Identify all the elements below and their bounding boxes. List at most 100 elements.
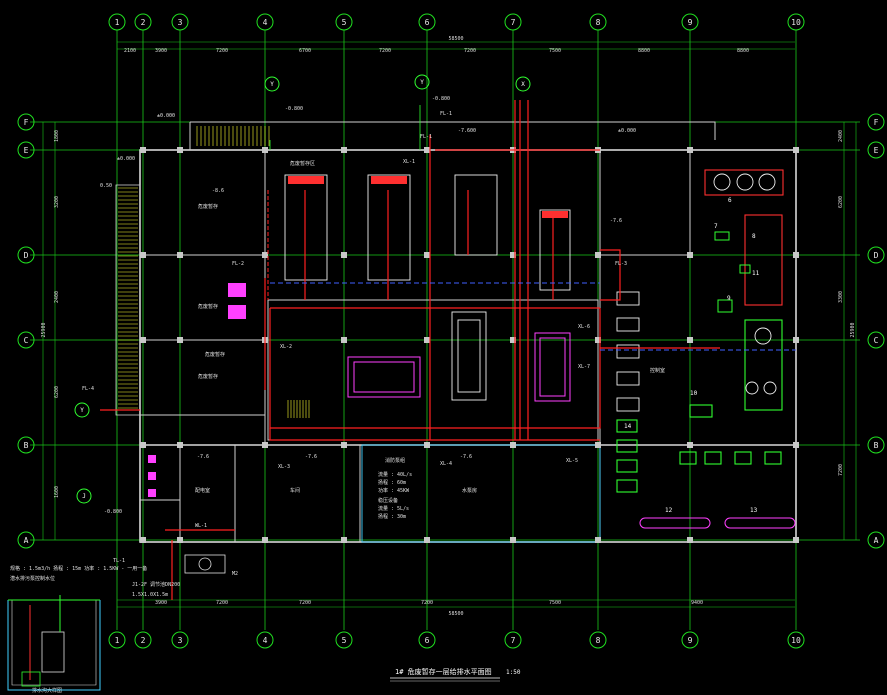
- note-pipe2: 潜水排污泵控制水位: [10, 575, 55, 582]
- axis-label: C: [874, 336, 879, 345]
- room-1: 危废暂存: [198, 203, 218, 210]
- room-3: 危废暂存: [198, 373, 218, 380]
- column: [177, 147, 183, 153]
- axis-label: 3: [178, 18, 183, 27]
- detail-1: 流量 : 40L/s: [378, 471, 412, 478]
- dim-top-7: 8800: [638, 48, 650, 54]
- axis-label: 6: [425, 636, 430, 645]
- axis-label: E: [24, 146, 29, 155]
- axis-label: D: [24, 251, 29, 260]
- dim-bottom-5: 9400: [691, 600, 703, 606]
- process-equipment: [148, 283, 571, 497]
- column: [510, 442, 516, 448]
- column: [177, 537, 183, 543]
- tag-tl-1: TL-1: [113, 558, 125, 564]
- tag-fl-1: FL-1: [440, 111, 452, 117]
- axis-bubble-3-bottom: 3: [171, 631, 189, 649]
- column: [595, 337, 601, 343]
- axis-bubble-7-top: 7: [504, 13, 522, 31]
- tag-fl-3: FL-3: [615, 261, 627, 267]
- elev-2: -0.800: [285, 106, 303, 112]
- axis-bubble-4-bottom: 4: [256, 631, 274, 649]
- dim-top-0: 2100: [124, 48, 136, 54]
- dim-bottom-2: 7200: [299, 600, 311, 606]
- column: [177, 252, 183, 258]
- marker-j: J: [82, 493, 86, 500]
- marker-y-3: Y: [80, 407, 84, 414]
- axis-label: 9: [688, 18, 693, 27]
- equip-num-9: 9: [727, 295, 731, 302]
- axis-label: 10: [791, 636, 801, 645]
- axis-label: 2: [141, 636, 146, 645]
- axis-label: 3: [178, 636, 183, 645]
- axis-label: A: [874, 536, 879, 545]
- axis-bubble-E-right: E: [867, 141, 885, 159]
- column: [793, 147, 799, 153]
- dim-top-1: 3900: [155, 48, 167, 54]
- elev-10: -0.800: [104, 509, 122, 515]
- column: [595, 442, 601, 448]
- axis-bubble-5-bottom: 5: [335, 631, 353, 649]
- room-2: 危废暂存: [198, 303, 218, 310]
- dim-top-6: 7500: [549, 48, 561, 54]
- dim-top-total: 58500: [448, 36, 463, 42]
- axis-label: F: [24, 118, 29, 127]
- axis-label: 1: [115, 636, 120, 645]
- axis-bubble-F-right: F: [867, 113, 885, 131]
- column: [341, 442, 347, 448]
- dim-bottom-total: 58500: [448, 611, 463, 617]
- axis-label: 4: [263, 636, 268, 645]
- axis-bubble-7-bottom: 7: [504, 631, 522, 649]
- equip-num-10: 10: [690, 390, 698, 397]
- axis-label: 9: [688, 636, 693, 645]
- tag-xl-7: XL-7: [578, 364, 590, 370]
- tag-xl-6: XL-6: [578, 324, 590, 330]
- axis-bubble-1-top: 1: [108, 13, 126, 31]
- column: [341, 337, 347, 343]
- column: [262, 147, 268, 153]
- axis-bubble-6-top: 6: [418, 13, 436, 31]
- structural-columns: [140, 147, 799, 543]
- dim-right-1: 6200: [838, 196, 844, 208]
- room-6: 车间: [290, 487, 300, 494]
- equip-num-8: 8: [752, 233, 756, 240]
- axis-label: 6: [425, 18, 430, 27]
- pipe-tags: XL-1 FL-1 FL-2 FL-3 FL-4 XL-2 XL-3 XL-4 …: [82, 111, 627, 564]
- column: [341, 147, 347, 153]
- column: [262, 252, 268, 258]
- axis-bubble-A-left: A: [17, 531, 35, 549]
- column: [687, 537, 693, 543]
- dim-left-1: 3200: [54, 196, 60, 208]
- room-4: 危废暂存: [205, 351, 225, 358]
- dim-bottom-1: 7200: [216, 600, 228, 606]
- equip-num-11: 11: [752, 270, 760, 277]
- dim-top-3: 6700: [299, 48, 311, 54]
- tag-xl-4: XL-4: [440, 461, 452, 467]
- axis-label: 10: [791, 18, 801, 27]
- column: [424, 337, 430, 343]
- elev-4: -8.6: [212, 188, 224, 194]
- axis-label: C: [24, 336, 29, 345]
- elev-8: -7.6: [460, 454, 472, 460]
- equipment-detail-text: 消防泵组 流量 : 40L/s 扬程 : 60m 功率 : 45KW 稳压设备 …: [378, 457, 412, 520]
- tag-fl-4: FL-4: [82, 386, 94, 392]
- tag-xl-2: XL-2: [280, 344, 292, 350]
- dim-left-4: 1600: [54, 486, 60, 498]
- detail-0: 消防泵组: [385, 457, 405, 464]
- column: [262, 442, 268, 448]
- axis-bubble-B-right: B: [867, 436, 885, 454]
- column: [140, 537, 146, 543]
- axis-bubble-6-bottom: 6: [418, 631, 436, 649]
- column: [424, 537, 430, 543]
- drawing-notes: J1-2F 调节池DN200 1.5X1.0X1.5m 规格 : 1.5m3/h…: [10, 554, 238, 694]
- elev-9: -0.800: [432, 96, 450, 102]
- column: [510, 337, 516, 343]
- equip-num-12: 12: [665, 507, 673, 514]
- room-5: 危废暂存区: [290, 160, 315, 167]
- axis-bubble-9-bottom: 9: [681, 631, 699, 649]
- marker-y-1: Y: [270, 81, 274, 88]
- column: [424, 147, 430, 153]
- detail-5: 流量 : 5L/s: [378, 505, 409, 512]
- axis-label: 5: [342, 18, 347, 27]
